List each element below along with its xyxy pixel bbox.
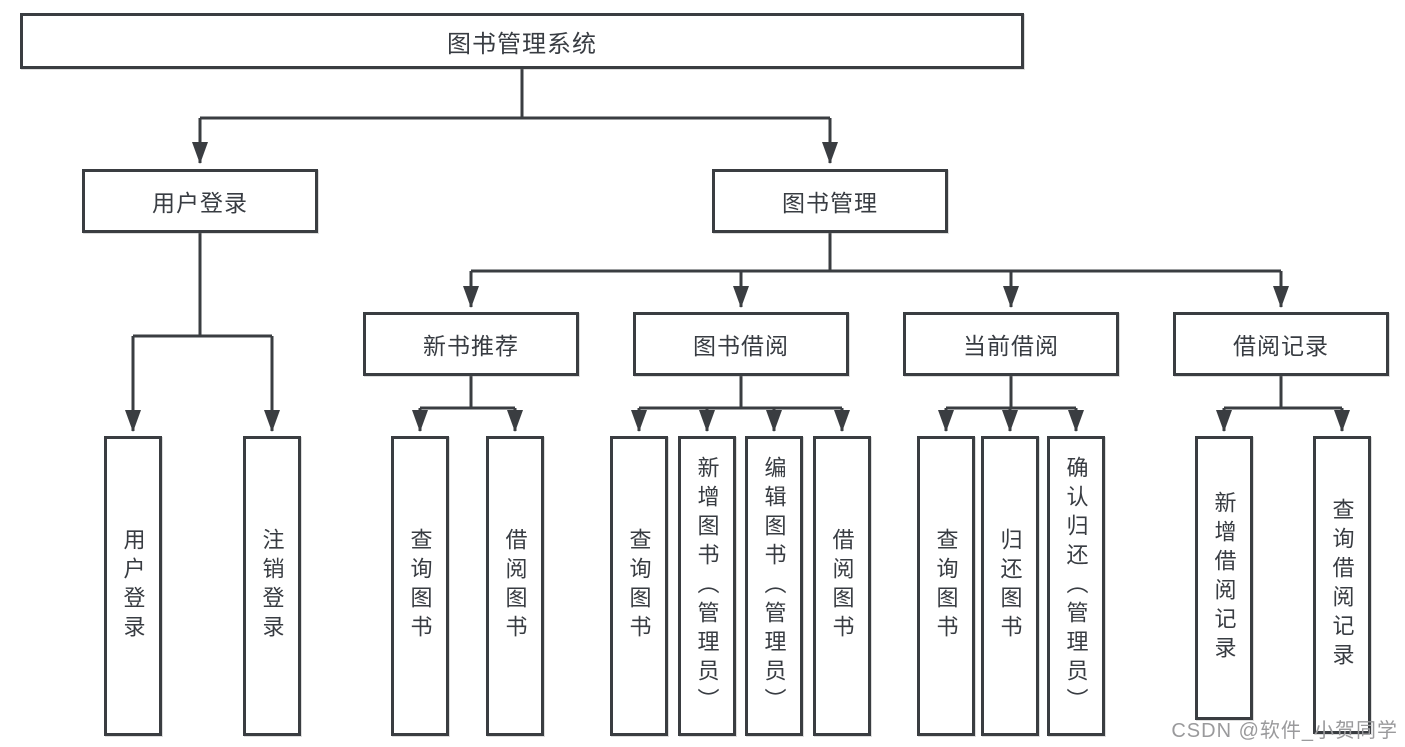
node-book-management-label: 图书管理 bbox=[782, 190, 878, 216]
node-user-login: 用户登录 bbox=[82, 169, 318, 233]
leaf-confirm-return-admin-label: 确认归还（管理员） bbox=[1063, 455, 1089, 717]
leaf-current-query-books-label: 查询图书 bbox=[933, 528, 959, 644]
leaf-logout-label: 注销登录 bbox=[259, 528, 285, 644]
leaf-borrowing-query-books: 查询图书 bbox=[610, 436, 668, 736]
leaf-recommend-borrow-books-label: 借阅图书 bbox=[502, 528, 528, 644]
leaf-edit-book-admin: 编辑图书（管理员） bbox=[745, 436, 803, 736]
node-root-label: 图书管理系统 bbox=[447, 30, 597, 58]
leaf-return-books: 归还图书 bbox=[981, 436, 1039, 736]
leaf-logout: 注销登录 bbox=[243, 436, 301, 736]
leaf-borrowing-borrow-books-label: 借阅图书 bbox=[829, 528, 855, 644]
node-root-system: 图书管理系统 bbox=[20, 13, 1024, 69]
leaf-current-query-books: 查询图书 bbox=[917, 436, 975, 736]
node-new-book-recommendation: 新书推荐 bbox=[363, 312, 579, 376]
node-user-login-label: 用户登录 bbox=[152, 190, 248, 216]
node-borrowing-records: 借阅记录 bbox=[1173, 312, 1389, 376]
leaf-add-book-admin-label: 新增图书（管理员） bbox=[694, 455, 720, 717]
leaf-borrowing-query-books-label: 查询图书 bbox=[626, 528, 652, 644]
node-book-management: 图书管理 bbox=[712, 169, 948, 233]
node-current-borrowing: 当前借阅 bbox=[903, 312, 1119, 376]
leaf-add-book-admin: 新增图书（管理员） bbox=[678, 436, 736, 736]
leaf-recommend-query-books: 查询图书 bbox=[391, 436, 449, 736]
leaf-user-login-label: 用户登录 bbox=[120, 528, 146, 644]
leaf-add-borrow-record: 新增借阅记录 bbox=[1195, 436, 1253, 720]
node-new-book-recommendation-label: 新书推荐 bbox=[423, 333, 519, 359]
node-current-borrowing-label: 当前借阅 bbox=[963, 333, 1059, 359]
leaf-return-books-label: 归还图书 bbox=[997, 528, 1023, 644]
leaf-confirm-return-admin: 确认归还（管理员） bbox=[1047, 436, 1105, 736]
leaf-borrowing-borrow-books: 借阅图书 bbox=[813, 436, 871, 736]
leaf-recommend-borrow-books: 借阅图书 bbox=[486, 436, 544, 736]
leaf-query-borrow-record-label: 查询借阅记录 bbox=[1329, 498, 1355, 672]
leaf-user-login: 用户登录 bbox=[104, 436, 162, 736]
csdn-watermark: CSDN @软件_小贺同学 bbox=[1171, 720, 1398, 742]
leaf-edit-book-admin-label: 编辑图书（管理员） bbox=[761, 455, 787, 717]
node-book-borrowing-label: 图书借阅 bbox=[693, 333, 789, 359]
leaf-recommend-query-books-label: 查询图书 bbox=[407, 528, 433, 644]
node-book-borrowing: 图书借阅 bbox=[633, 312, 849, 376]
leaf-query-borrow-record: 查询借阅记录 bbox=[1313, 436, 1371, 734]
leaf-add-borrow-record-label: 新增借阅记录 bbox=[1211, 491, 1237, 665]
node-borrowing-records-label: 借阅记录 bbox=[1233, 333, 1329, 359]
